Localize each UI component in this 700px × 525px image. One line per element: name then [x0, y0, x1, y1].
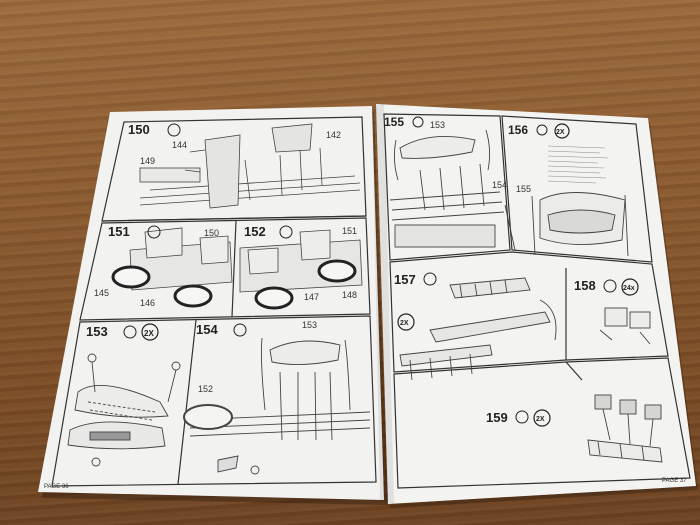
step-151-drawing — [111, 227, 233, 308]
right-page: 155 153 154 156 2X 155 157 2X 158 24x 15… — [372, 104, 696, 504]
step-153-multiplier: 2X — [144, 329, 154, 338]
multiplier-badge — [141, 323, 159, 341]
step-159-drawing — [587, 394, 663, 463]
glue-icon — [536, 124, 548, 136]
step-151-part-150: 150 — [204, 228, 219, 238]
step-150-part-144: 144 — [172, 140, 187, 150]
glue-icon — [515, 410, 529, 424]
step-159-multiplier: 2X — [536, 416, 545, 423]
glue-icon — [412, 116, 424, 128]
step-153-number: 153 — [86, 324, 108, 339]
step-153-drawing — [67, 353, 181, 467]
step-151-number: 151 — [108, 224, 130, 239]
step-152-part-147: 147 — [304, 292, 319, 302]
step-157-drawing — [399, 277, 557, 381]
glue-icon — [167, 123, 181, 137]
step-156-number: 156 — [508, 123, 528, 137]
step-156-part-155: 155 — [516, 184, 531, 194]
left-page: 150 149 144 142 151 150 145 146 152 151 … — [38, 106, 384, 500]
multiplier-badge — [621, 278, 639, 296]
step-152-part-148: 148 — [342, 290, 357, 300]
step-154-number: 154 — [196, 322, 218, 337]
step-152-drawing — [239, 229, 363, 310]
step-158-multiplier: 24x — [623, 285, 635, 292]
step-150-part-149: 149 — [140, 156, 155, 166]
step-155-drawing — [389, 129, 505, 248]
glue-icon — [423, 272, 437, 286]
step-151-part-146: 146 — [140, 298, 155, 308]
step-158-drawing — [599, 307, 651, 345]
glue-icon — [603, 279, 617, 293]
multiplier-badge — [397, 313, 415, 331]
step-155-number: 155 — [384, 115, 404, 129]
step-156-multiplier: 2X — [556, 129, 565, 136]
glue-icon — [279, 225, 293, 239]
glue-icon — [123, 325, 137, 339]
step-154-part-152: 152 — [198, 384, 213, 394]
glue-icon — [233, 323, 247, 337]
step-157-multiplier: 2X — [400, 320, 409, 327]
step-152-part-151: 151 — [342, 226, 357, 236]
step-154-part-153: 153 — [302, 320, 317, 330]
step-151-part-145: 145 — [94, 288, 109, 298]
multiplier-badge — [533, 409, 551, 427]
step-159-number: 159 — [486, 410, 508, 425]
step-154-drawing — [183, 337, 371, 475]
step-155-part-154: 154 — [492, 180, 507, 190]
glue-icon — [147, 225, 161, 239]
multiplier-badge — [554, 123, 570, 139]
left-page-footer: PAGE 36 — [44, 484, 69, 490]
step-152-number: 152 — [244, 224, 266, 239]
step-155-part-153: 153 — [430, 120, 445, 130]
step-157-number: 157 — [394, 272, 416, 287]
step-150-number: 150 — [128, 122, 150, 137]
step-158-number: 158 — [574, 278, 596, 293]
step-156-drawing — [504, 145, 629, 257]
step-150-part-142: 142 — [326, 130, 341, 140]
right-page-footer: PAGE 37 — [662, 478, 687, 484]
step-150-drawing — [139, 123, 361, 209]
